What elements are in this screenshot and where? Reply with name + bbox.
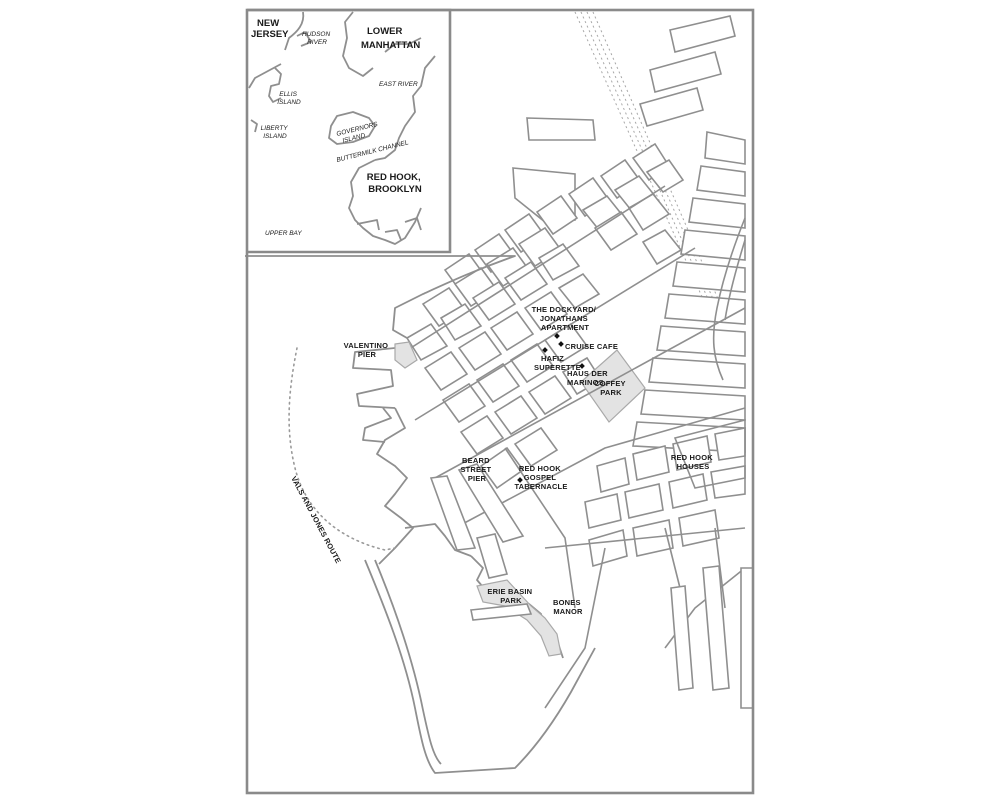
lower-east-blocks xyxy=(584,427,746,568)
dockyard-marker xyxy=(554,333,560,339)
label-liberty-island: LIBERTY ISLAND xyxy=(261,125,290,140)
label-hafiz-superette: HAFIZ SUPERETTE xyxy=(534,354,581,372)
label-cruise-cafe: CRUISE CAFE xyxy=(565,342,618,351)
valentino-pier-area xyxy=(394,341,418,369)
erie-basin-park-area xyxy=(476,579,562,657)
label-ellis-island: ELLIS ISLAND xyxy=(277,91,301,106)
tabernacle-marker xyxy=(517,477,523,483)
label-east-river: EAST RIVER xyxy=(379,81,418,88)
label-upper-bay: UPPER BAY xyxy=(265,230,302,237)
label-haus-der-marinos: HAUS DER MARINOS xyxy=(567,369,610,387)
hafiz-marker xyxy=(542,347,548,353)
vals-and-jones-route-line xyxy=(288,347,396,551)
central-blocks xyxy=(405,142,685,490)
southeast-piers xyxy=(670,565,754,709)
outer-frame xyxy=(245,8,755,795)
inset-map: NEW JERSEY HUDSON RIVER LOWER MANHATTAN … xyxy=(245,8,452,254)
label-dockyard: THE DOCKYARD/ JONATHANS APARTMENT xyxy=(532,305,599,332)
label-new-jersey: NEW JERSEY xyxy=(251,18,289,40)
label-coffey-park: COFFEY PARK xyxy=(594,379,628,397)
label-red-hook-gospel-tabernacle: RED HOOK GOSPEL TABERNACLE xyxy=(514,464,567,491)
haus-der-marinos-marker xyxy=(579,363,585,369)
coffey-park-area xyxy=(580,349,646,423)
label-lower-manhattan: LOWER MANHATTAN xyxy=(361,26,420,51)
label-beard-street-pier: BEARD STREET PIER xyxy=(460,456,493,483)
beard-street-pier xyxy=(457,463,525,543)
label-bones-manor: BONES MANOR xyxy=(553,598,583,616)
red-hook-map: THE DOCKYARD/ JONATHANS APARTMENT CRUISE… xyxy=(245,8,755,795)
governors-island-shape xyxy=(328,111,376,145)
cruise-cafe-marker xyxy=(558,341,564,347)
location-markers xyxy=(517,333,585,483)
label-erie-basin-park: ERIE BASIN PARK xyxy=(487,587,534,605)
map-frame: THE DOCKYARD/ JONATHANS APARTMENT CRUISE… xyxy=(245,8,755,795)
label-red-hook-brooklyn: RED HOOK, BROOKLYN xyxy=(367,172,423,195)
label-red-hook-houses: RED HOOK HOUSES xyxy=(671,453,715,471)
label-hudson-river: HUDSON RIVER xyxy=(302,31,332,46)
label-valentino-pier: VALENTINO PIER xyxy=(344,341,391,359)
label-vals-and-jones-route: VALS AND JONES ROUTE xyxy=(289,475,343,565)
